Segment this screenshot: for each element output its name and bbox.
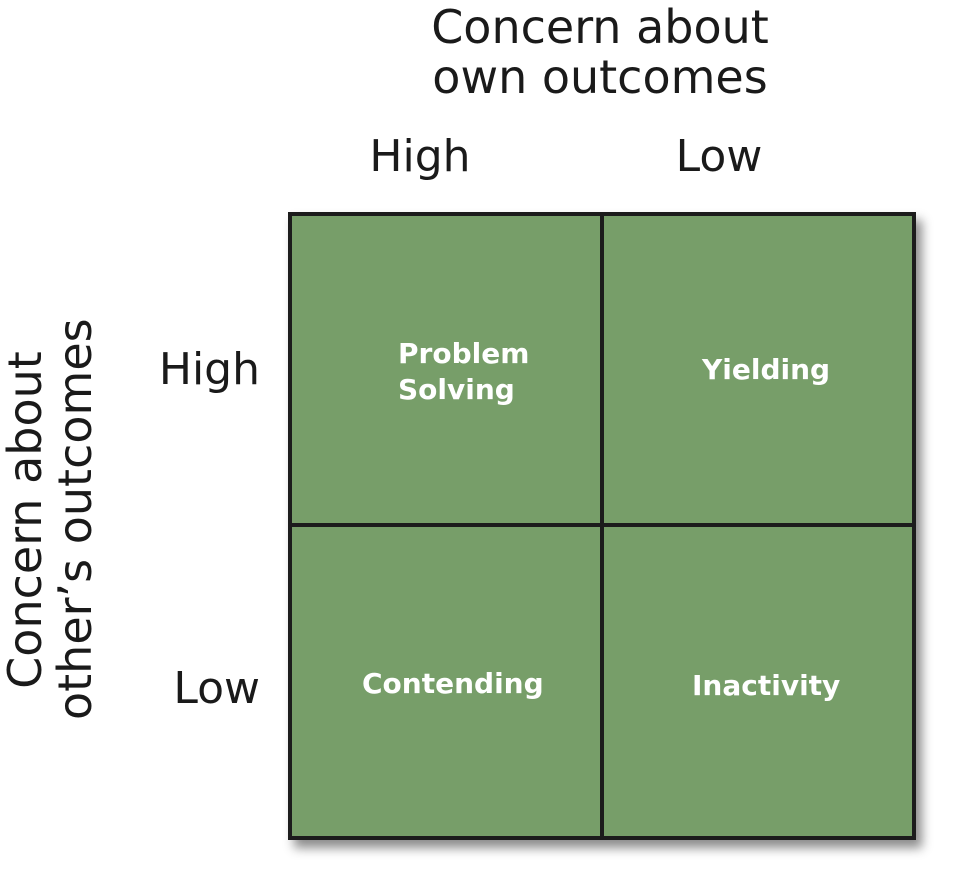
column-label-high: High: [369, 131, 471, 182]
quadrant-inactivity: Inactivity: [602, 525, 912, 836]
row-label-low: Low: [173, 663, 260, 714]
top-axis-title-line1: Concern about: [431, 0, 769, 54]
left-axis-title-line1: Concern about: [0, 351, 52, 689]
quadrant-problem-solving: Problem Solving: [292, 216, 602, 525]
top-axis-title: Concern about own outcomes: [400, 2, 800, 102]
left-axis-title-line2: other’s outcomes: [48, 318, 102, 720]
quadrant-label-contending: Contending: [362, 667, 544, 700]
row-label-high: High: [158, 344, 260, 395]
quadrant-matrix: Problem Solving Yielding Contending Inac…: [288, 212, 916, 840]
quadrant-contending: Contending: [292, 525, 602, 836]
quadrant-label-inactivity: Inactivity: [692, 669, 841, 702]
quadrant-label-yielding: Yielding: [702, 353, 831, 386]
quadrant-label-problem-solving: Problem Solving: [398, 337, 530, 406]
column-label-low: Low: [675, 131, 763, 182]
left-axis-title: Concern about other’s outcomes: [0, 318, 102, 720]
top-axis-title-line2: own outcomes: [432, 50, 768, 104]
quadrant-yielding: Yielding: [602, 216, 912, 525]
